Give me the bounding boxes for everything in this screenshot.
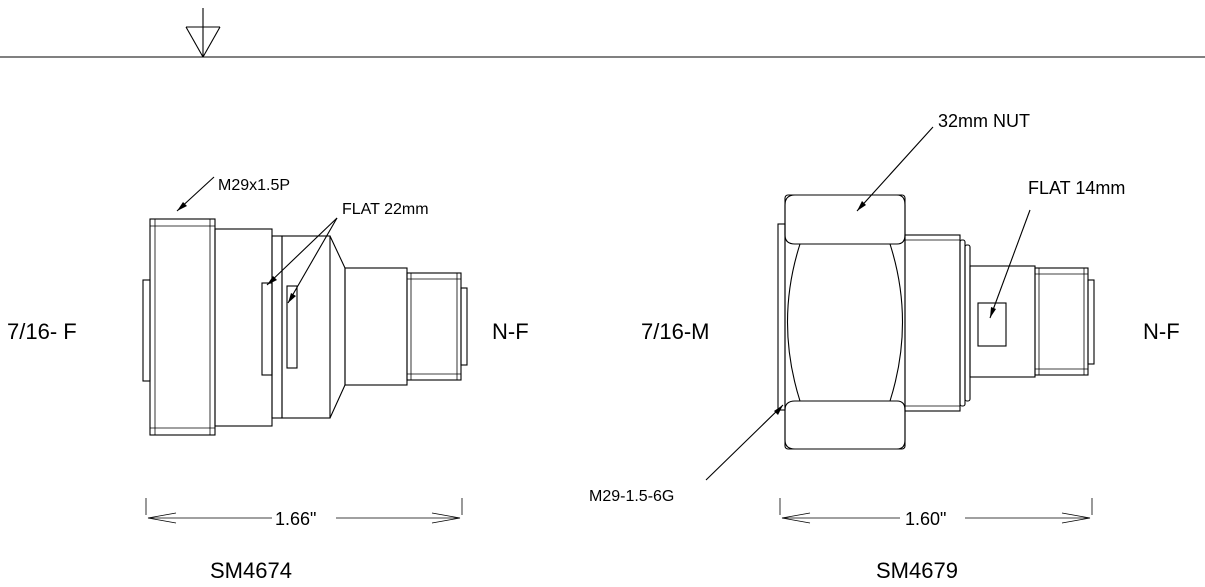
leader-nut-sm4679 (856, 126, 934, 212)
connector-sm4679-drawing (777, 194, 1095, 450)
callout-flat-sm4679: FLAT 14mm (1028, 178, 1125, 198)
label-7-16-female: 7/16- F (7, 319, 77, 344)
connector-sm4674-drawing (142, 218, 468, 436)
callout-flat-sm4674: FLAT 22mm (342, 201, 429, 218)
label-n-female-left: N-F (492, 319, 529, 344)
label-n-female-right: N-F (1143, 319, 1180, 344)
callout-thread-sm4679: M29-1.5-6G (589, 488, 674, 505)
leader-thread-sm4679 (705, 404, 784, 481)
part-number-sm4674: SM4674 (210, 558, 292, 583)
leader-flat-sm4679 (989, 209, 1031, 319)
callout-thread-sm4674: M29x1.5P (218, 177, 290, 194)
surface-finish-symbol (185, 8, 221, 58)
part-number-sm4679: SM4679 (876, 558, 958, 583)
leader-thread-sm4674 (176, 176, 215, 212)
leader-flat-sm4674 (266, 217, 338, 304)
dimension-sm4674 (145, 498, 463, 524)
dimension-sm4679 (779, 498, 1093, 524)
dimension-label-sm4679: 1.60" (905, 509, 946, 529)
callout-nut-sm4679: 32mm NUT (938, 111, 1030, 131)
dimension-label-sm4674: 1.66" (275, 509, 316, 529)
label-7-16-male: 7/16-M (641, 319, 709, 344)
